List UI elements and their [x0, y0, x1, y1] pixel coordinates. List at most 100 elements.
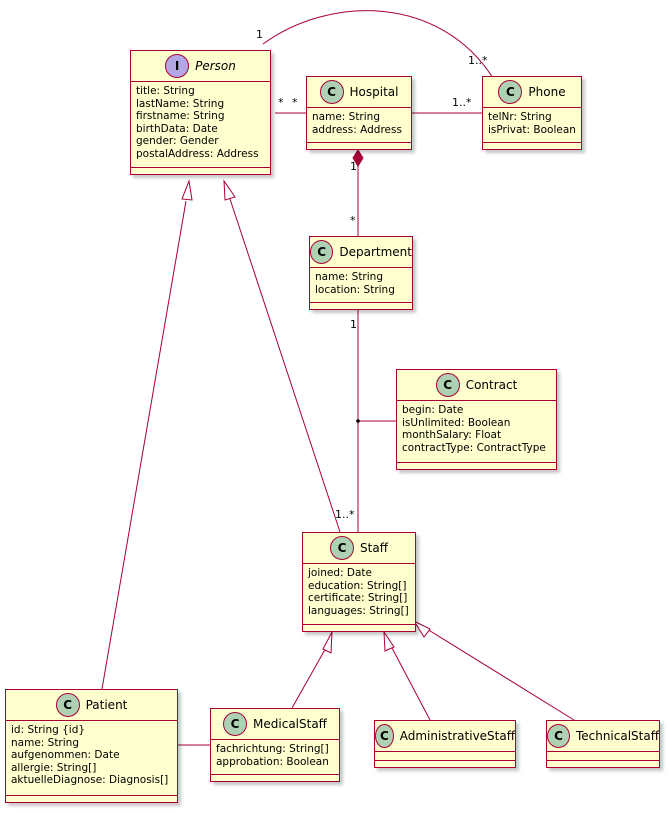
multiplicity-label: *	[278, 96, 284, 109]
class-stereotype-icon: C	[435, 373, 460, 397]
attribute: birthData: Date	[136, 122, 218, 135]
association-person-phone	[262, 10, 494, 79]
class-stereotype-icon: C	[330, 536, 355, 560]
attribute: monthSalary: Float	[402, 429, 502, 441]
class-technical-staff[interactable]: C TechnicalStaff	[546, 720, 660, 768]
class-stereotype-icon: C	[55, 693, 80, 717]
multiplicity-label: 1..*	[468, 54, 488, 67]
class-administrative-staff[interactable]: C AdministrativeStaff	[374, 720, 516, 768]
attribute: lastName: String	[136, 97, 225, 110]
attribute: firstname: String	[136, 110, 225, 122]
attribute: isUnlimited: Boolean	[402, 416, 511, 429]
attribute: name: String	[312, 111, 380, 123]
class-contract-header: C Contract	[397, 370, 556, 401]
class-hospital-name: Hospital	[349, 85, 399, 99]
generalization-arrowhead-administrative	[383, 630, 395, 652]
method-compartment-divider	[483, 142, 581, 143]
class-patient[interactable]: C Patient id: String {id} name: String a…	[5, 689, 178, 803]
class-department[interactable]: C Department name: String location: Stri…	[309, 236, 413, 310]
class-patient-attributes: id: String {id} name: String aufgenommen…	[6, 721, 177, 787]
multiplicity-label: *	[292, 96, 298, 109]
class-medical-staff[interactable]: C MedicalStaff fachrichtung: String[] ap…	[210, 708, 340, 782]
class-department-name: Department	[339, 245, 412, 259]
class-stereotype-icon: C	[223, 712, 248, 736]
attribute: address: Address	[312, 123, 402, 136]
class-technical-staff-header: C TechnicalStaff	[547, 721, 659, 752]
class-stereotype-icon: C	[319, 80, 344, 104]
generalization-technical-staff	[426, 628, 575, 721]
class-hospital-attributes: name: String address: Address	[307, 108, 411, 136]
class-phone-attributes: telNr: String isPrivat: Boolean	[483, 108, 581, 136]
attribute: fachrichtung: String[]	[216, 743, 329, 755]
multiplicity-label: 1	[350, 318, 357, 331]
association-junction-dot	[356, 419, 360, 423]
class-contract-attributes: begin: Date isUnlimited: Boolean monthSa…	[397, 401, 556, 454]
attribute: joined: Date	[308, 567, 373, 579]
generalization-medical-staff	[291, 645, 328, 709]
attribute: begin: Date	[402, 404, 464, 416]
class-person-name: Person	[195, 59, 236, 73]
attribute: postalAddress: Address	[136, 147, 259, 160]
multiplicity-label: 1	[350, 160, 357, 173]
attribute: id: String {id}	[11, 724, 86, 736]
class-person[interactable]: I Person title: String lastName: String …	[130, 50, 271, 175]
attribute: isPrivat: Boolean	[488, 123, 576, 136]
method-compartment-divider	[307, 142, 411, 143]
attribute: certificate: String[]	[308, 592, 408, 604]
class-phone-name: Phone	[528, 85, 566, 99]
class-patient-header: C Patient	[6, 690, 177, 721]
class-phone-header: C Phone	[483, 77, 581, 108]
class-administrative-staff-name: AdministrativeStaff	[399, 729, 515, 743]
method-compartment-divider	[310, 302, 412, 303]
attribute: name: String	[315, 271, 383, 283]
method-compartment-divider	[211, 774, 339, 775]
class-staff-header: C Staff	[303, 533, 415, 564]
class-stereotype-icon: C	[547, 724, 570, 748]
class-hospital[interactable]: C Hospital name: String address: Address	[306, 76, 412, 150]
method-compartment-divider	[303, 624, 415, 625]
method-compartment-divider	[375, 760, 515, 761]
attribute: aufgenommen: Date	[11, 749, 120, 761]
attribute: languages: String[]	[308, 604, 409, 617]
class-staff[interactable]: C Staff joined: Date education: String[]…	[302, 532, 416, 632]
attribute: name: String	[11, 736, 79, 749]
class-contract-name: Contract	[465, 378, 518, 392]
attribute: approbation: Boolean	[216, 755, 329, 768]
attribute: contractType: ContractType	[402, 441, 546, 454]
class-hospital-header: C Hospital	[307, 77, 411, 108]
class-phone[interactable]: C Phone telNr: String isPrivat: Boolean	[482, 76, 582, 150]
multiplicity-label: 1	[256, 28, 263, 41]
multiplicity-label: *	[350, 214, 356, 227]
class-contract[interactable]: C Contract begin: Date isUnlimited: Bool…	[396, 369, 557, 470]
class-person-attributes: title: String lastName: String firstname…	[131, 82, 270, 160]
class-medical-staff-header: C MedicalStaff	[211, 709, 339, 740]
generalization-arrowhead-patient	[181, 179, 193, 201]
generalization-arrowhead-staff	[223, 179, 236, 201]
generalization-arrowhead-technical	[412, 619, 431, 638]
multiplicity-label: 1..*	[452, 96, 472, 109]
class-staff-attributes: joined: Date education: String[] certifi…	[303, 564, 415, 617]
class-medical-staff-attributes: fachrichtung: String[] approbation: Bool…	[211, 740, 339, 768]
attribute: title: String	[136, 85, 195, 97]
generalization-patient-person	[101, 200, 187, 690]
composition-diamond	[352, 149, 364, 167]
attribute: aktuelleDiagnose: Diagnosis[]	[11, 774, 169, 786]
class-stereotype-icon: C	[375, 724, 394, 748]
class-stereotype-icon: C	[310, 240, 334, 264]
class-technical-staff-name: TechnicalStaff	[575, 729, 659, 743]
class-patient-name: Patient	[85, 698, 128, 712]
method-compartment-divider	[397, 462, 556, 463]
class-department-header: C Department	[310, 237, 412, 268]
method-compartment-divider	[131, 167, 270, 168]
attribute: allergie: String[]	[11, 761, 97, 774]
attribute: location: String	[315, 283, 395, 296]
class-person-header: I Person	[131, 51, 270, 82]
attribute: gender: Gender	[136, 135, 219, 147]
generalization-administrative-staff	[390, 645, 431, 721]
class-medical-staff-name: MedicalStaff	[253, 717, 327, 731]
generalization-arrowhead-medical	[322, 631, 333, 654]
class-staff-name: Staff	[360, 541, 388, 555]
attribute: education: String[]	[308, 579, 407, 592]
class-administrative-staff-header: C AdministrativeStaff	[375, 721, 515, 752]
